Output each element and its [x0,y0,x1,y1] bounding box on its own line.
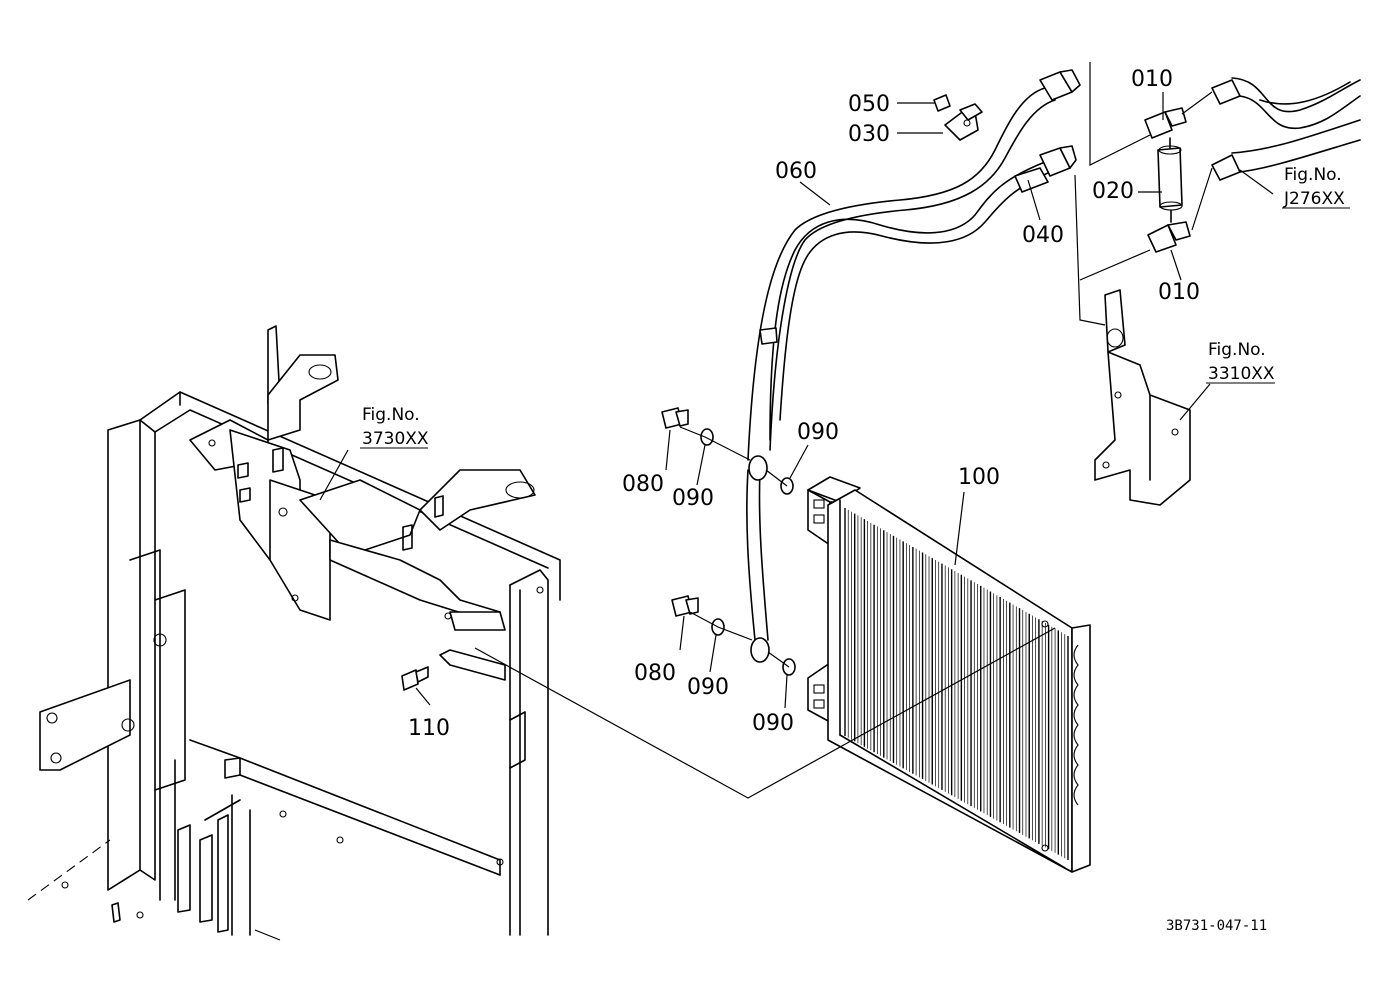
figure-references: Fig.No. J276XX Fig.No. 3310XX Fig.No. 37… [360,165,1350,449]
label-080-top: 080 [622,472,664,497]
label-090-b: 090 [797,420,839,445]
clamp-030 [944,103,983,141]
label-110: 110 [408,716,450,741]
fitting-010-top [1144,107,1187,139]
hose-060 [746,87,1056,663]
nut-050 [933,94,951,112]
drawing-code: 3B731-047-11 [1166,918,1267,934]
ref-3310-code: 3310XX [1208,364,1275,384]
leader-lines [319,62,1274,799]
label-020: 020 [1092,179,1134,204]
label-050: 050 [848,92,890,117]
label-080-bottom: 080 [634,661,676,686]
label-010-bottom: 010 [1158,280,1200,305]
mounting-bracket-assembly [189,325,536,681]
hose-fittings [1014,69,1081,193]
label-060: 060 [775,159,817,184]
label-010-top: 010 [1131,67,1173,92]
ref-3730-title: Fig.No. [362,405,420,425]
ref-3730-code: 3730XX [362,429,429,449]
condenser-100 [807,476,1091,873]
filter-020 [1157,137,1183,223]
bolt-110 [401,666,429,691]
label-030: 030 [848,122,890,147]
label-040: 040 [1022,223,1064,248]
ref-j276-code: J276XX [1283,189,1345,209]
label-090-c: 090 [687,675,729,700]
ref-3310-title: Fig.No. [1208,340,1266,360]
frame-assembly [27,391,561,941]
label-090-a: 090 [672,486,714,511]
banjo-bolts [661,407,796,676]
fitting-010-bottom [1147,221,1191,253]
hoses-j276 [1211,77,1361,181]
part-labels: 050 030 060 040 010 020 010 080 090 090 … [408,67,1200,741]
bracket-3310 [1094,289,1191,506]
label-100: 100 [958,465,1000,490]
ref-j276-title: Fig.No. [1284,165,1342,185]
label-090-d: 090 [752,711,794,736]
